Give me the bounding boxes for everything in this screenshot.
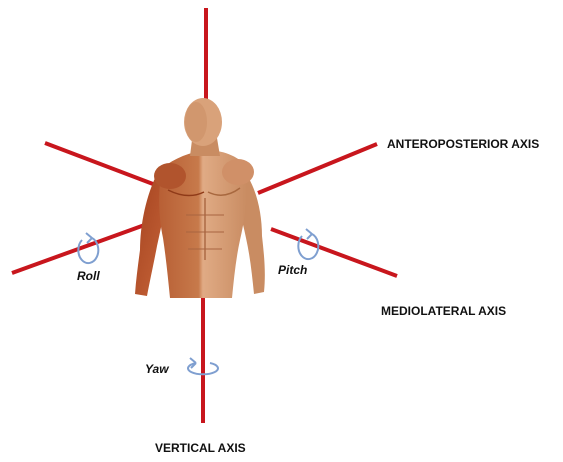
mediolateral-axis-label: MEDIOLATERAL AXIS xyxy=(381,304,506,318)
yaw-label: Yaw xyxy=(145,362,169,376)
anteroposterior-axis-back-line xyxy=(45,143,153,184)
head-shade xyxy=(185,102,207,142)
anteroposterior-axis-front-line xyxy=(258,144,377,193)
left-shoulder xyxy=(154,163,186,189)
anteroposterior-axis-label: ANTEROPOSTERIOR AXIS xyxy=(387,137,539,151)
pitch-label: Pitch xyxy=(278,263,307,277)
human-figure xyxy=(135,98,265,298)
mediolateral-axis-left-line xyxy=(12,223,150,273)
vertical-axis-label: VERTICAL AXIS xyxy=(155,441,246,455)
roll-label: Roll xyxy=(77,269,100,283)
right-shoulder xyxy=(222,159,254,185)
